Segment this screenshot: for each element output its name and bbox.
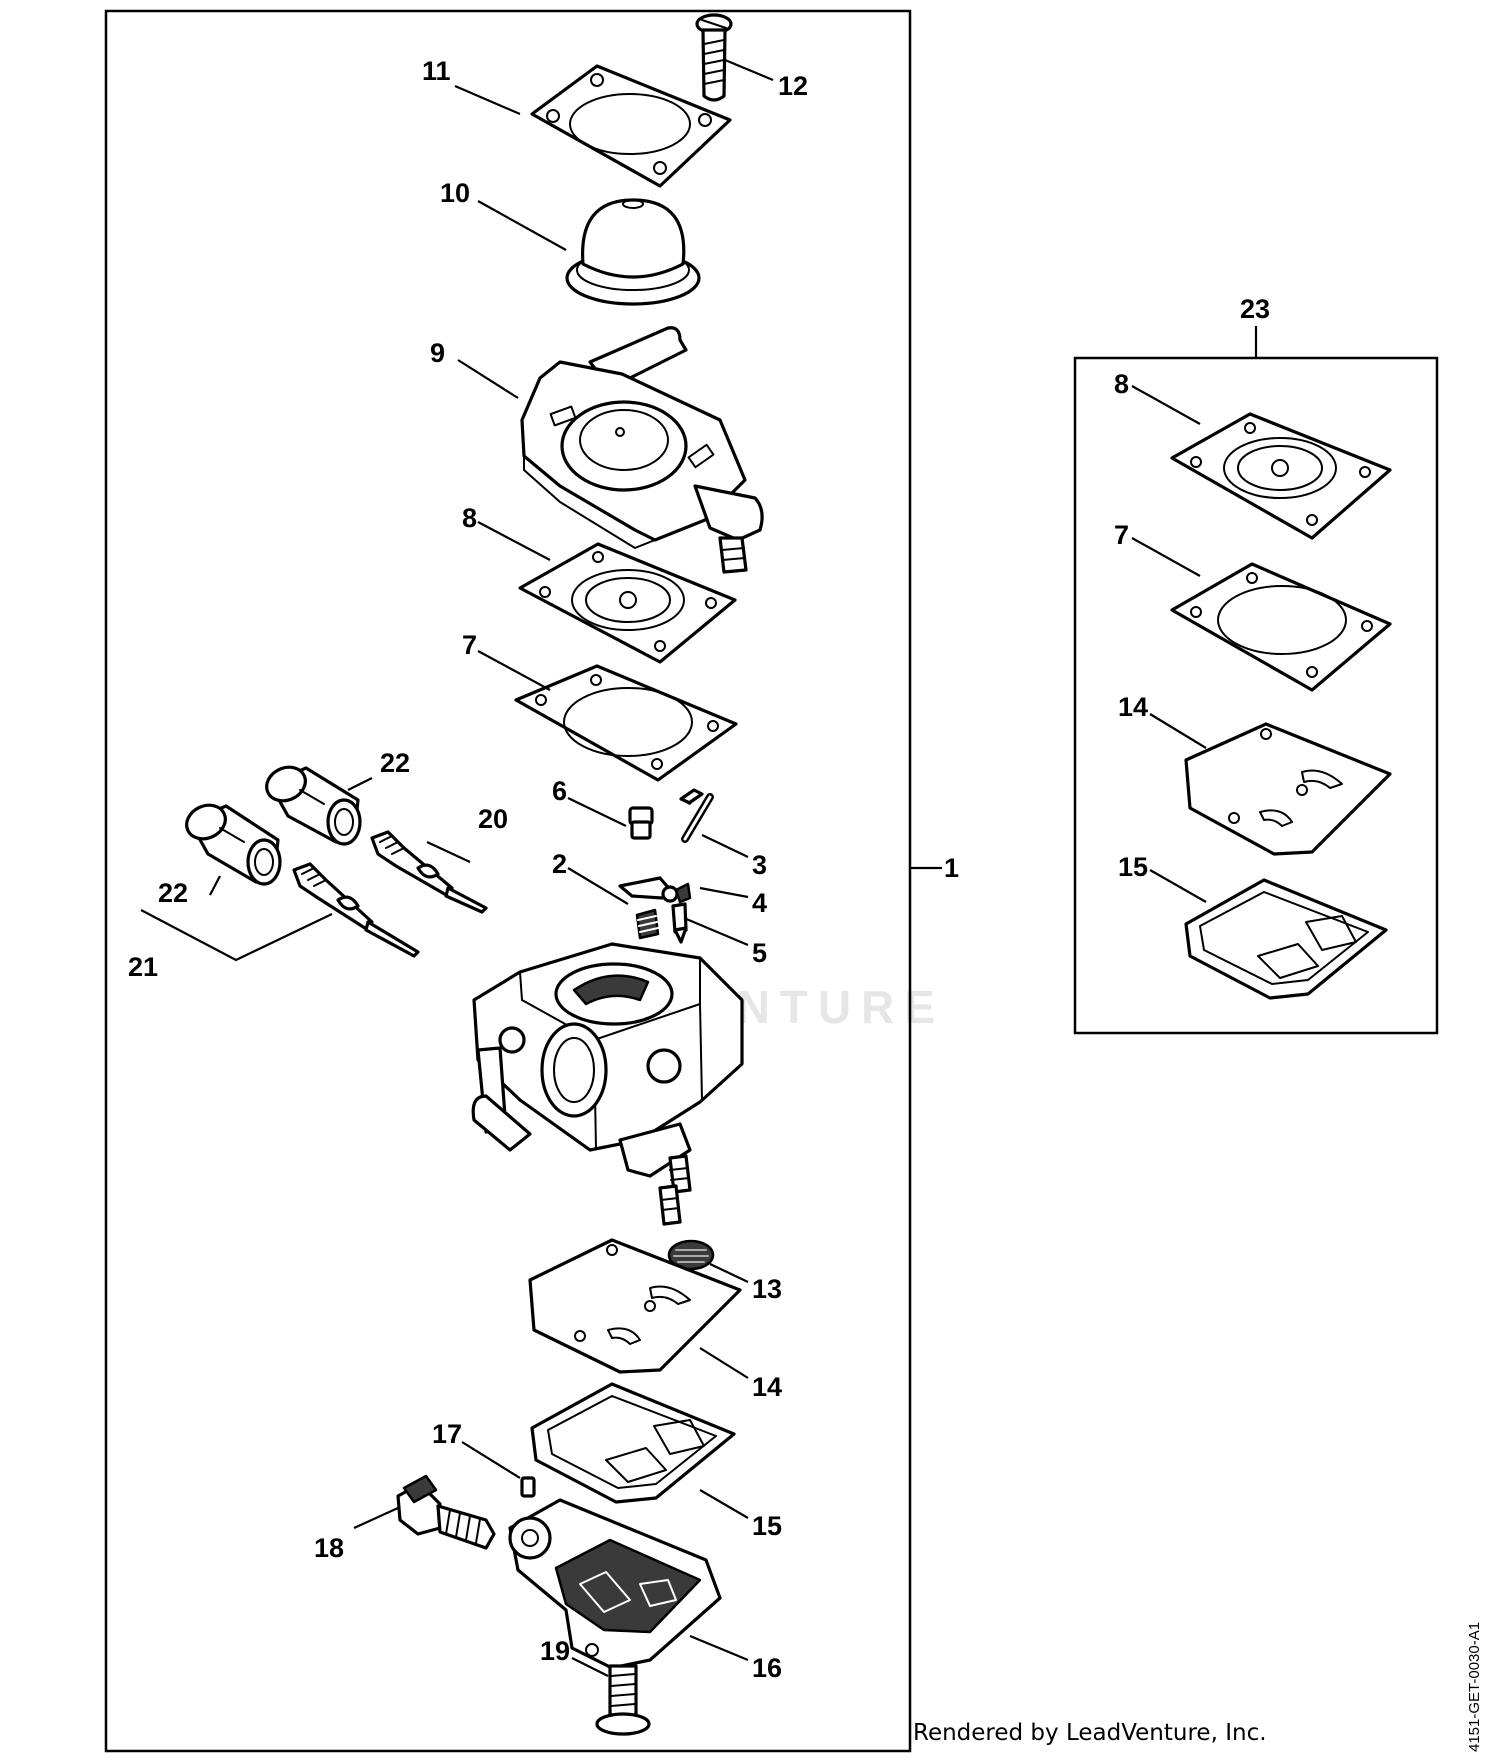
callout-4: 4 [752, 888, 767, 918]
callout-8: 8 [462, 503, 477, 533]
part-9-pump-housing [520, 326, 764, 574]
kit-part-7-gasket [1170, 562, 1392, 692]
part-8-diaphragm [518, 542, 737, 664]
part-15-gasket [530, 1382, 736, 1504]
part-2-spring [635, 908, 660, 940]
part-22-sleeve-lower [185, 803, 282, 886]
part-18-fitting [396, 1474, 496, 1550]
callout-11: 11 [422, 56, 451, 86]
callout-22-lower: 22 [158, 878, 188, 908]
kit-callout-14: 14 [1118, 692, 1148, 722]
part-22-sleeve-upper [265, 765, 362, 846]
callout-12: 12 [778, 71, 808, 101]
main-assembly-frame [104, 9, 912, 1753]
part-12-screw [695, 13, 733, 102]
callout-19: 19 [540, 1636, 570, 1666]
leader-lines [140, 58, 1207, 1677]
callout-9: 9 [430, 338, 445, 368]
part-6-plug [628, 806, 654, 840]
callout-3: 3 [752, 850, 767, 880]
callout-2: 2 [552, 849, 567, 879]
kit-callout-8: 8 [1114, 369, 1129, 399]
callout-22-upper: 22 [380, 748, 410, 778]
callout-6: 6 [552, 776, 567, 806]
callout-20: 20 [478, 804, 508, 834]
callout-17: 17 [432, 1419, 462, 1449]
callout-13: 13 [752, 1274, 782, 1304]
callout-1: 1 [944, 853, 959, 883]
kit-callout-15: 15 [1118, 852, 1148, 882]
callout-labels: 1 23 2 3 4 5 6 7 8 9 10 11 12 13 14 15 1… [128, 56, 1270, 1683]
callout-23: 23 [1240, 294, 1270, 324]
part-7-gasket [514, 664, 738, 782]
kit-part-14-diaphragm [1184, 722, 1392, 856]
kit-part-8-diaphragm [1170, 412, 1392, 540]
part-16-pump-cover [508, 1498, 722, 1670]
callout-10: 10 [440, 178, 470, 208]
part-17-plug [520, 1476, 536, 1498]
carburetor-body [471, 942, 744, 1226]
callout-16: 16 [752, 1653, 782, 1683]
render-credit: Rendered by LeadVenture, Inc. [913, 1720, 1267, 1746]
callout-21: 21 [128, 952, 158, 982]
part-13-strainer [667, 1239, 715, 1271]
part-14-diaphragm [528, 1238, 742, 1374]
part-10-primer-bulb [565, 198, 701, 306]
part-21-adjusting-screw [292, 862, 420, 958]
part-5-needle-valve [671, 902, 688, 944]
part-11-gasket [530, 64, 732, 188]
part-3-pin [679, 788, 714, 843]
part-19-screw [595, 1664, 651, 1736]
kit-callout-7: 7 [1114, 520, 1129, 550]
callout-15: 15 [752, 1511, 782, 1541]
callout-18: 18 [314, 1533, 344, 1563]
drawing-code: 4151-GET-0030-A1 [1466, 1621, 1483, 1752]
part-4-lever [618, 876, 692, 904]
callout-14: 14 [752, 1372, 782, 1402]
kit-part-15-gasket [1184, 878, 1388, 1000]
callout-5: 5 [752, 938, 767, 968]
callout-7: 7 [462, 630, 477, 660]
part-20-adjusting-screw [370, 830, 488, 914]
